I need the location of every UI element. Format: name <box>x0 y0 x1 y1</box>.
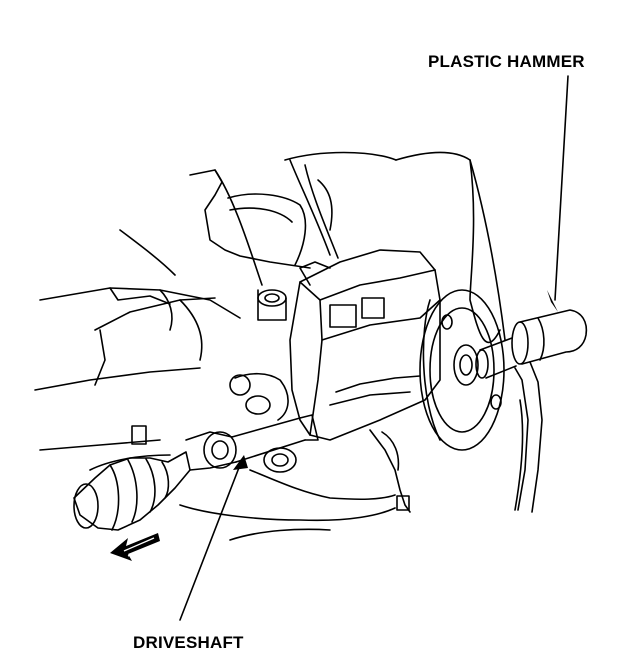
driveshaft-shaft <box>186 415 318 472</box>
plastic-hammer-label: PLASTIC HAMMER <box>428 52 585 71</box>
pull-direction-arrow <box>110 533 160 561</box>
tire-outline <box>285 153 522 511</box>
control-arm <box>35 230 240 470</box>
strut-assembly <box>190 160 338 320</box>
cv-joint-boot <box>74 452 190 530</box>
brake-caliper <box>290 250 440 440</box>
driveshaft-arrowhead <box>233 455 248 470</box>
hammer-arrowhead <box>547 290 558 312</box>
plastic-hammer <box>476 310 586 512</box>
knuckle <box>180 374 410 540</box>
driveshaft-label: DRIVESHAFT <box>133 633 244 652</box>
brake-disc <box>420 290 504 450</box>
leader-lines <box>180 76 568 620</box>
